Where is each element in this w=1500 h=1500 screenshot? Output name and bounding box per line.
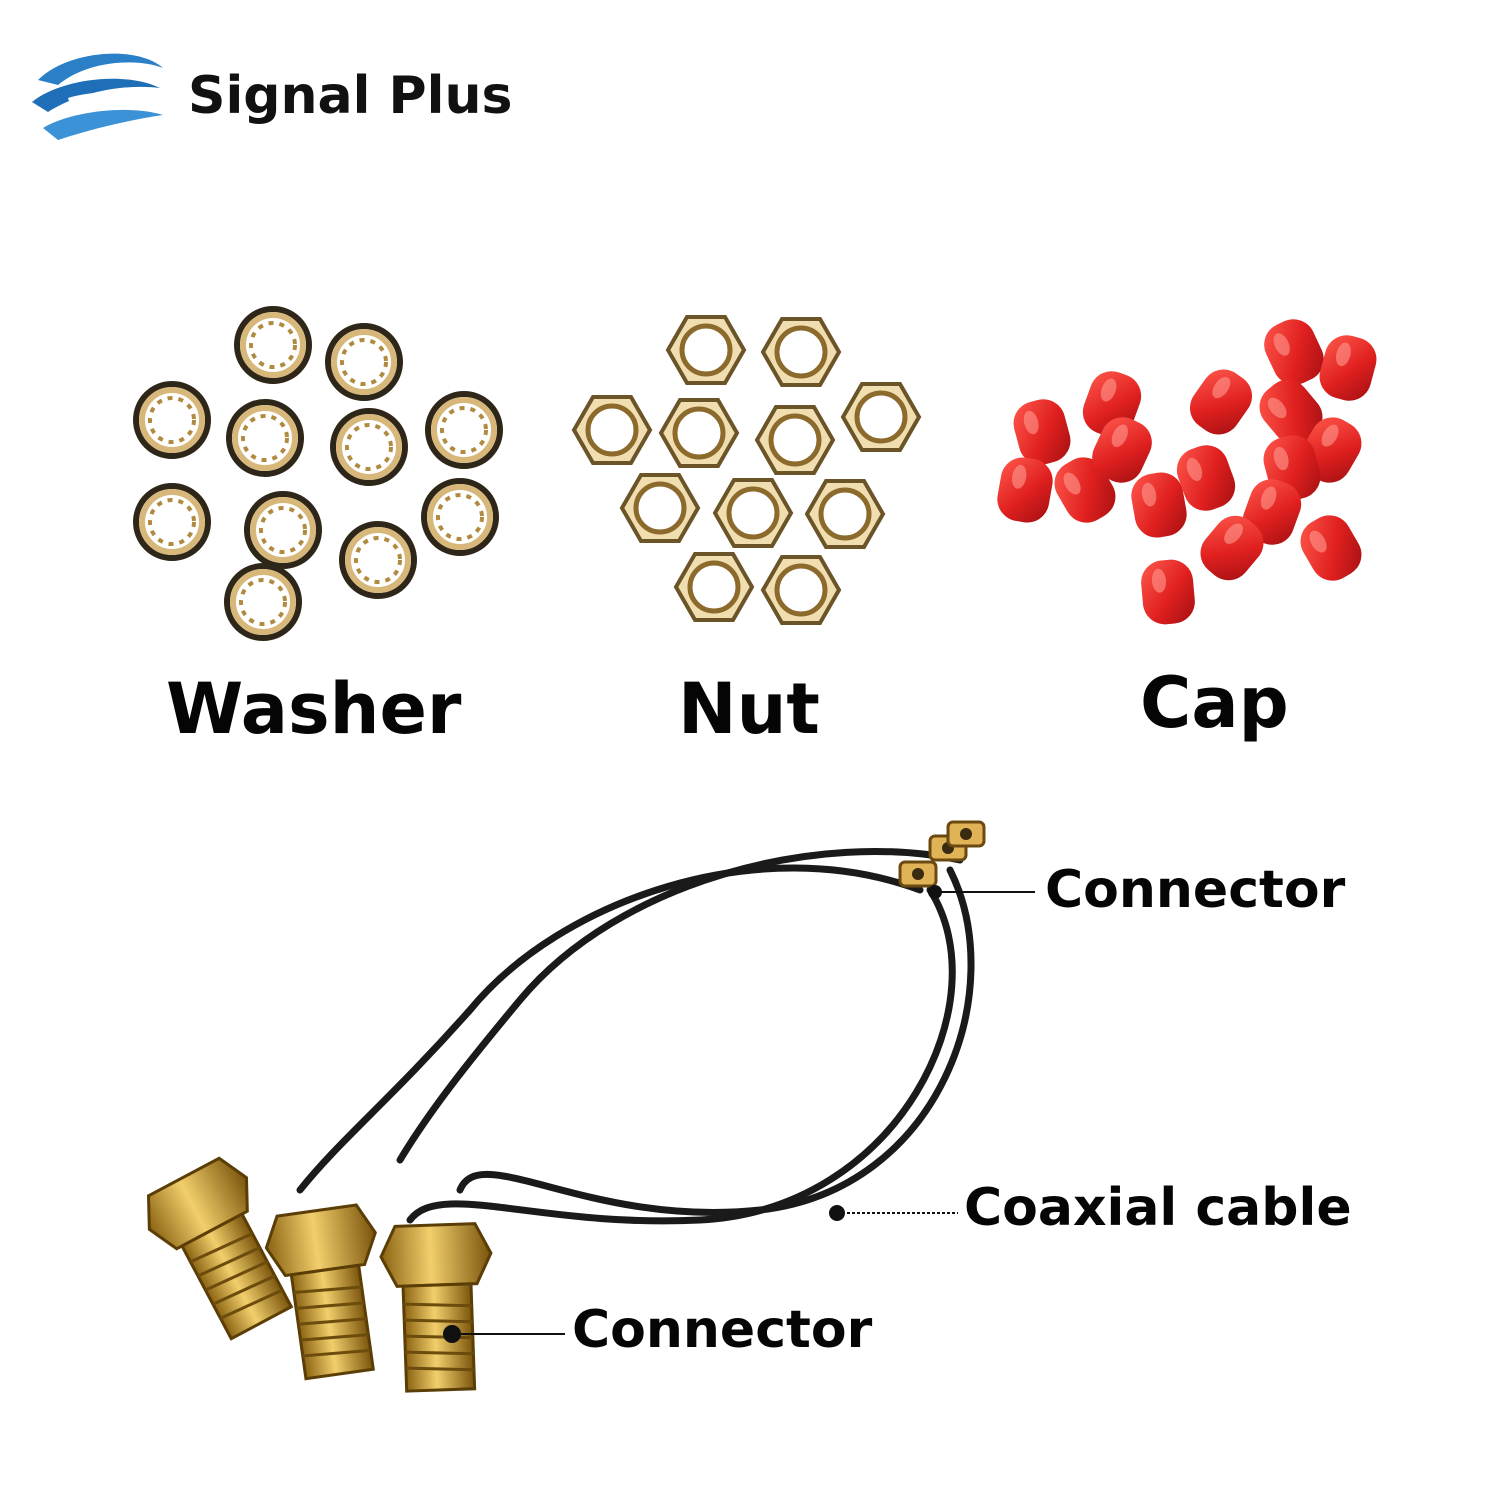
washer bbox=[133, 381, 211, 459]
cap bbox=[1264, 319, 1324, 385]
nut bbox=[665, 315, 747, 385]
cap bbox=[997, 457, 1053, 523]
nut bbox=[760, 317, 842, 387]
nut bbox=[760, 555, 842, 625]
part-label-cap: Cap bbox=[1140, 662, 1289, 744]
nut bbox=[840, 382, 922, 452]
part-label-washer: Washer bbox=[166, 668, 462, 750]
callout-label-coaxial-cable: Coaxial cable bbox=[964, 1178, 1352, 1238]
cap bbox=[1131, 472, 1187, 538]
nut-group bbox=[571, 315, 922, 625]
brand-name: Signal Plus bbox=[188, 66, 513, 126]
nut bbox=[619, 473, 701, 543]
nut bbox=[804, 479, 886, 549]
callout-label-connector-bottom: Connector bbox=[572, 1300, 873, 1360]
nut bbox=[712, 478, 794, 548]
washer bbox=[224, 563, 302, 641]
washer bbox=[234, 306, 312, 384]
callout-label-connector-top: Connector bbox=[1045, 860, 1346, 920]
nut bbox=[754, 405, 836, 475]
nut bbox=[571, 395, 653, 465]
sma-connectors bbox=[146, 1156, 493, 1393]
sma-connector bbox=[264, 1203, 377, 1381]
washer bbox=[244, 491, 322, 569]
ufl-connector bbox=[898, 860, 938, 888]
coaxial-cables bbox=[296, 848, 975, 1225]
washer bbox=[421, 478, 499, 556]
ufl-connector bbox=[946, 820, 986, 848]
washer bbox=[226, 399, 304, 477]
cap bbox=[1092, 417, 1152, 483]
cap bbox=[1189, 369, 1253, 435]
nut bbox=[673, 552, 755, 622]
brand-header: Signal Plus bbox=[28, 40, 548, 150]
cap bbox=[1176, 445, 1236, 511]
sma-connector bbox=[379, 1222, 493, 1393]
washer bbox=[425, 391, 503, 469]
callout-leaders bbox=[443, 885, 1035, 1343]
sma-connector bbox=[146, 1156, 294, 1341]
part-label-nut: Nut bbox=[678, 668, 820, 750]
cap-group bbox=[997, 319, 1377, 625]
cap bbox=[1013, 399, 1071, 465]
nut bbox=[658, 398, 740, 468]
cap bbox=[1200, 515, 1264, 581]
washer bbox=[330, 408, 408, 486]
swoosh-logo-icon bbox=[32, 53, 163, 140]
cap bbox=[1259, 379, 1323, 445]
cap bbox=[1141, 559, 1195, 625]
washer-group bbox=[133, 306, 503, 641]
cap bbox=[1319, 335, 1377, 401]
ufl-connectors bbox=[898, 820, 986, 888]
washer bbox=[133, 483, 211, 561]
cap bbox=[1300, 515, 1362, 581]
washer bbox=[325, 323, 403, 401]
washer bbox=[339, 521, 417, 599]
